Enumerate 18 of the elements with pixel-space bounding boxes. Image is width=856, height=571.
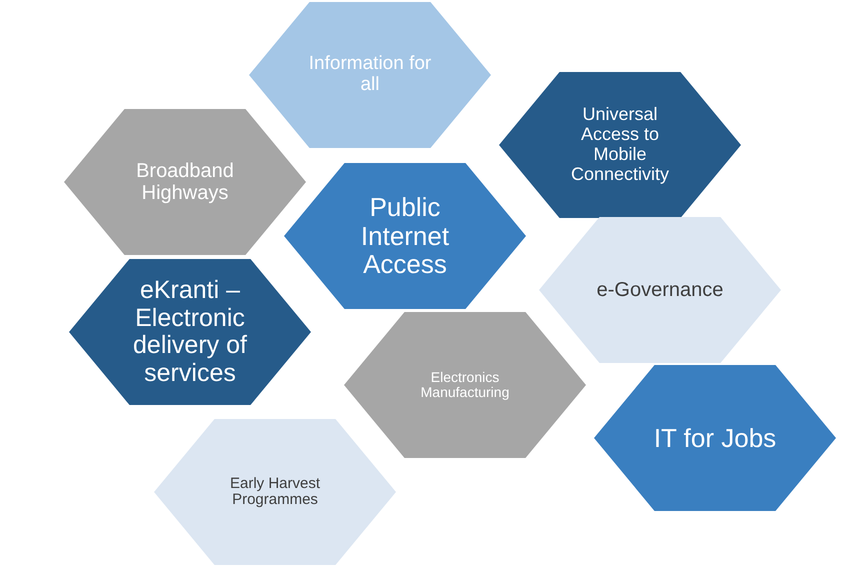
hexagon-label: Electronics Manufacturing bbox=[420, 370, 510, 400]
hexagon-tile bbox=[344, 312, 586, 458]
hexagon-label: Information for all bbox=[308, 54, 432, 96]
hexagon-tile bbox=[249, 2, 491, 148]
hexagon-tile bbox=[284, 163, 526, 309]
hexagon-label: Universal Access to Mobile Connectivity bbox=[570, 105, 670, 185]
hexagon-label: Broadband Highways bbox=[135, 160, 235, 204]
hexagon-label: Early Harvest Programmes bbox=[228, 476, 322, 508]
hexagon-label: IT for Jobs bbox=[654, 424, 776, 452]
hexagon-tile bbox=[69, 259, 311, 405]
hexagon-label: eKranti – Electronic delivery of services bbox=[132, 277, 248, 387]
hexagon-label: e-Governance bbox=[596, 279, 724, 301]
hexagon-label: Public Internet Access bbox=[360, 193, 450, 279]
hexagon-tile bbox=[594, 365, 836, 511]
hexagon-tile bbox=[539, 217, 781, 363]
hexagon-tile bbox=[499, 72, 741, 218]
hexagon-tile bbox=[64, 109, 306, 255]
hexagon-tile bbox=[154, 419, 396, 565]
